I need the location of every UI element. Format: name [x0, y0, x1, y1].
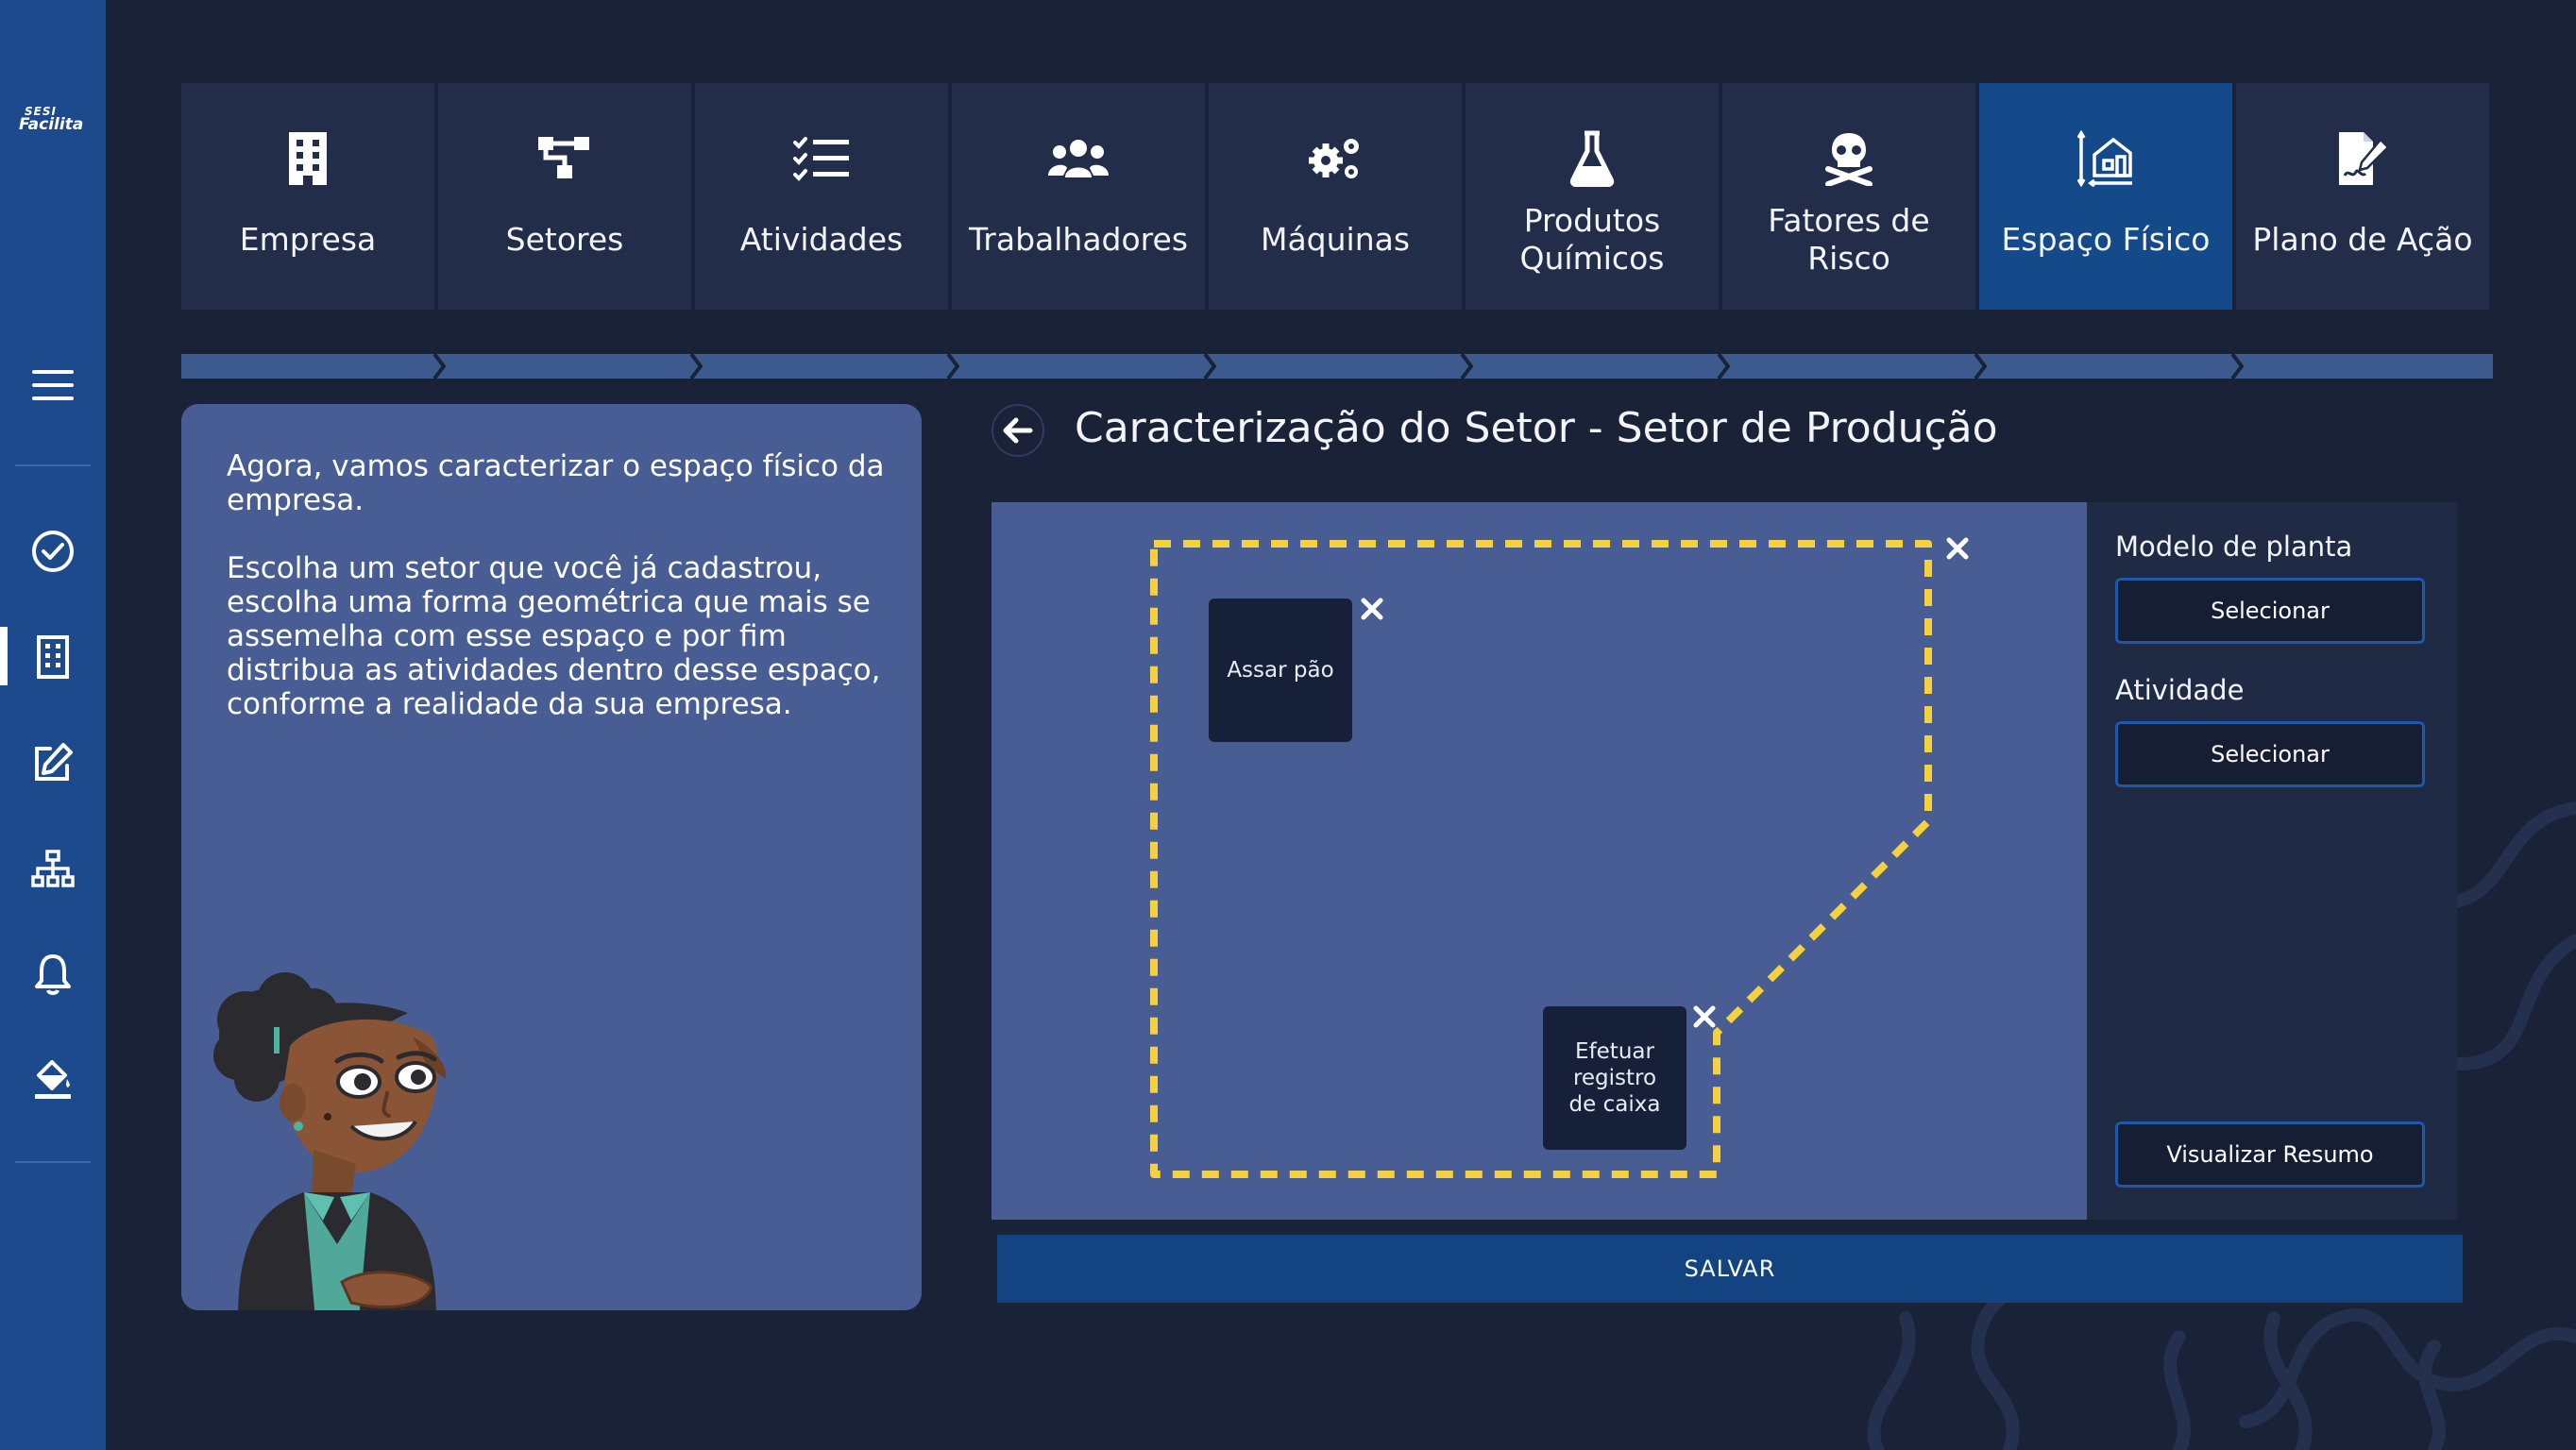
- sitemap-icon: [538, 137, 589, 178]
- remove-activity-icon[interactable]: [1360, 597, 1384, 621]
- tab-label: Plano de Ação: [2252, 221, 2473, 258]
- back-button[interactable]: [991, 404, 1044, 457]
- instructions-body: Escolha um setor que você já cadastrou, …: [227, 551, 881, 721]
- view-summary-button[interactable]: Visualizar Resumo: [2115, 1121, 2425, 1188]
- floorplan-icon: [2077, 130, 2132, 187]
- select-activity-button[interactable]: Selecionar: [2115, 721, 2425, 787]
- tab-setores[interactable]: Setores: [438, 83, 691, 310]
- tab-empresa[interactable]: Empresa: [181, 83, 434, 310]
- building-icon: [289, 132, 327, 185]
- save-button[interactable]: SALVAR: [997, 1235, 2463, 1303]
- sesi-facilita-logo[interactable]: SESI Facilita: [19, 105, 84, 134]
- activity-label: Assar pão: [1227, 658, 1334, 683]
- check-circle-icon: [32, 531, 74, 572]
- activity-label: Efetuar registro de caixa: [1568, 1039, 1661, 1117]
- rail-active-indicator: [0, 627, 8, 685]
- step-tabs: Empresa Setores Atividades Trabalhadores…: [181, 83, 2493, 380]
- instructions-panel: Agora, vamos caracterizar o espaço físic…: [181, 404, 922, 1310]
- tab-atividades[interactable]: Atividades: [695, 83, 948, 310]
- select-model-button[interactable]: Selecionar: [2115, 578, 2425, 644]
- paint-bucket-icon: [35, 1060, 71, 1099]
- building-icon: [37, 635, 69, 679]
- tab-label: Trabalhadores: [968, 221, 1189, 258]
- checklist-icon: [793, 137, 849, 181]
- tab-label: Espaço Físico: [2001, 221, 2211, 258]
- tab-label: Produtos Químicos: [1519, 202, 1665, 277]
- tab-fatores-de-risco[interactable]: Fatores de Risco: [1722, 83, 1975, 310]
- rail-item-edit[interactable]: [26, 736, 79, 789]
- rail-divider-bottom: [15, 1161, 91, 1163]
- remove-activity-icon[interactable]: [1692, 1004, 1717, 1029]
- tab-plano-de-acao[interactable]: Plano de Ação: [2236, 83, 2489, 310]
- instructions-intro: Agora, vamos caracterizar o espaço físic…: [227, 449, 885, 517]
- menu-button[interactable]: [26, 359, 79, 412]
- model-label: Modelo de planta: [2115, 531, 2353, 563]
- assistant-avatar: [213, 972, 447, 1310]
- floorplan-canvas[interactable]: Assar pão Efetuar registro de caixa: [991, 502, 2087, 1220]
- tab-produtos-quimicos[interactable]: Produtos Químicos: [1466, 83, 1719, 310]
- users-icon: [1048, 140, 1109, 177]
- tab-espaco-fisico[interactable]: Espaço Físico: [1979, 83, 2232, 310]
- skull-icon: [1825, 133, 1873, 186]
- floorplan-controls: Modelo de planta Selecionar Atividade Se…: [2087, 502, 2457, 1220]
- tab-label: Atividades: [739, 221, 904, 258]
- activity-block[interactable]: Assar pão: [1209, 599, 1352, 742]
- tab-label: Máquinas: [1260, 221, 1411, 258]
- side-rail: SESI Facilita: [0, 0, 106, 1450]
- signature-icon: [2339, 132, 2390, 185]
- rail-item-company[interactable]: [26, 631, 79, 683]
- tab-label: Setores: [505, 221, 624, 258]
- rail-item-notifications[interactable]: [26, 948, 79, 1001]
- bell-icon: [35, 954, 71, 995]
- arrow-left-icon: [1003, 417, 1033, 444]
- hierarchy-icon: [31, 850, 75, 887]
- tab-trabalhadores[interactable]: Trabalhadores: [952, 83, 1205, 310]
- rail-divider: [15, 464, 91, 466]
- tab-label: Fatores de Risco: [1768, 202, 1930, 277]
- edit-icon: [35, 743, 73, 781]
- page-title: Caracterização do Setor - Setor de Produ…: [1075, 404, 1998, 452]
- rail-item-theme[interactable]: [26, 1054, 79, 1106]
- rail-item-structure[interactable]: [26, 842, 79, 895]
- tab-maquinas[interactable]: Máquinas: [1209, 83, 1462, 310]
- activity-label: Atividade: [2115, 674, 2245, 706]
- flask-icon: [1569, 130, 1615, 187]
- step-progress-bar: [181, 352, 2493, 380]
- gears-icon: [1309, 139, 1359, 178]
- remove-shape-icon[interactable]: [1945, 536, 1970, 561]
- rail-item-tasks[interactable]: [26, 525, 79, 578]
- menu-icon: [32, 370, 74, 400]
- tab-label: Empresa: [239, 221, 377, 258]
- floorplan-outline[interactable]: [991, 502, 2087, 1220]
- activity-block[interactable]: Efetuar registro de caixa: [1543, 1006, 1686, 1150]
